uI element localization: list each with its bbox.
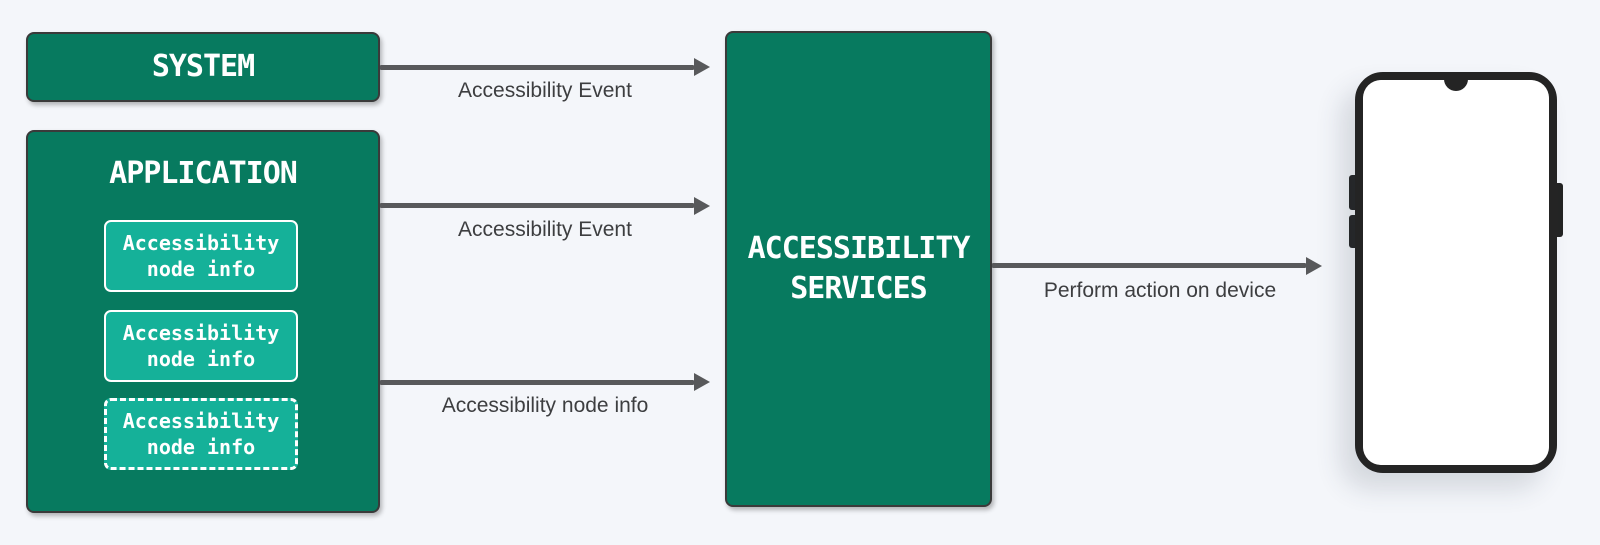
arrowhead-icon — [694, 373, 710, 391]
application-box-label: APPLICATION — [109, 156, 298, 191]
accessibility-node-info-label: Accessibility node info — [122, 409, 280, 459]
arrowhead-icon — [694, 58, 710, 76]
arrowhead-icon — [694, 197, 710, 215]
arrow-line — [380, 380, 694, 385]
accessibility-node-info-label: Accessibility node info — [122, 321, 280, 371]
arrow-label-perform-action: Perform action on device — [1043, 279, 1277, 302]
arrow-label-accessibility-event: Accessibility Event — [458, 79, 632, 102]
device-phone — [1355, 72, 1557, 473]
arrow-label-accessibility-node-info: Accessibility node info — [441, 394, 649, 417]
volume-up-button — [1349, 175, 1357, 210]
arrow-label-accessibility-event: Accessibility Event — [458, 218, 632, 241]
system-box-label: SYSTEM — [151, 49, 255, 85]
accessibility-node-info-box-dashed: Accessibility node info — [104, 398, 298, 470]
arrow-line — [380, 203, 694, 208]
accessibility-services-box: ACCESSIBILITY SERVICES — [725, 31, 992, 507]
accessibility-node-info-box: Accessibility node info — [104, 310, 298, 382]
power-button — [1555, 183, 1563, 237]
phone-screen — [1363, 80, 1549, 465]
arrow-line — [992, 263, 1306, 268]
camera-notch-icon — [1444, 79, 1468, 91]
arrow-line — [380, 65, 694, 70]
accessibility-services-label: ACCESSIBILITY SERVICES — [747, 231, 971, 306]
volume-down-button — [1349, 215, 1357, 248]
accessibility-node-info-label: Accessibility node info — [122, 231, 280, 281]
system-box: SYSTEM — [26, 32, 380, 102]
arrowhead-icon — [1306, 257, 1322, 275]
accessibility-node-info-box: Accessibility node info — [104, 220, 298, 292]
